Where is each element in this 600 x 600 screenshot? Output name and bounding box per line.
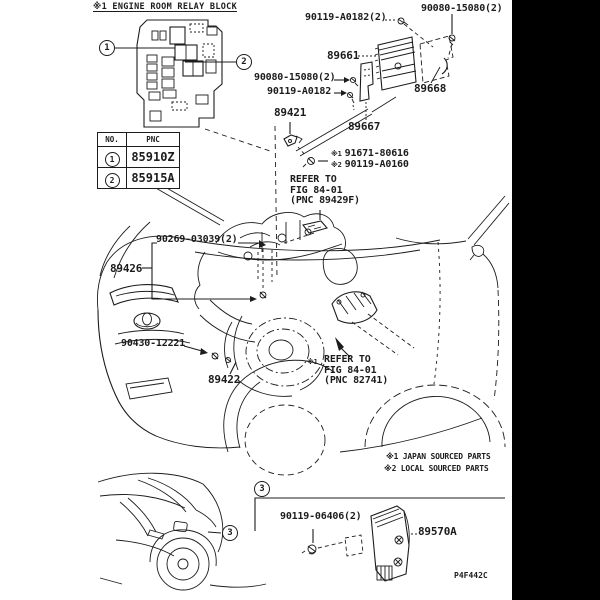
part-label-90119-A0182-2: 90119-A0182(2) [305,12,387,23]
sourcing-mark: ※1 [331,150,342,158]
part-label-89668: 89668 [414,82,447,95]
bolt-icon [259,291,267,299]
ecu-art [334,14,456,120]
screw-icon [346,91,355,104]
part-label-89661: 89661 [327,49,360,62]
part-label-90119-06406: 90119-06406(2) [280,511,362,522]
car-body-art [96,96,510,476]
bolt-icon [349,76,359,87]
drawing-code: P4F442C [454,571,488,580]
pnc-value: 85915A [126,167,180,189]
bolt-icon [301,544,317,555]
callout-3-car: 3 [222,525,238,541]
amplifier-art [254,497,505,582]
pnc-table-header-pnc: PNC [126,132,180,147]
right-black-bar [512,0,600,600]
part-label-91671-80616: ※1 91671-80616 [331,148,409,159]
pnc-table: NO. PNC 1 85910Z 2 85915A [97,132,180,189]
part-label-89426: 89426 [110,262,143,275]
part-label-90430-12221: 90430-12221 [121,338,186,349]
clip-art [283,122,328,168]
callout-2: 2 [236,54,252,70]
sourcing-mark: ※1 [307,358,318,366]
screw-icon [397,17,409,26]
part-label-89570A: 89570A [418,525,457,538]
part-label-89667: 89667 [348,120,381,133]
bolt-icon [302,157,315,168]
row-callout: 1 [104,152,120,167]
car-rear-art [97,472,267,591]
sourcing-mark: ※2 [331,161,342,169]
callout-1: 1 [99,40,115,56]
pnc-table-header-no: NO. [97,132,127,147]
sensor-art [283,210,328,244]
part-label-90080-15080-left: 90080-15080(2) [254,72,336,83]
part-label-90269-03039: 90269-03039(2) [156,234,238,245]
pnc-value: 85910Z [126,146,180,168]
relay-block-title: ※1 ENGINE ROOM RELAY BLOCK [93,2,237,12]
legend-local-sourced: ※2 LOCAL SOURCED PARTS [384,464,489,473]
part-label-89421: 89421 [274,106,307,119]
callout-3-section: 3 [254,481,270,497]
part-label-90119-A0182-left: 90119-A0182 [267,86,332,97]
bolt-icon [211,352,232,363]
legend-japan-sourced: ※1 JAPAN SOURCED PARTS [386,452,491,461]
relay-block-art [115,19,278,279]
engine-art [142,212,415,397]
part-label-90119-A0160: ※2 90119-A0160 [331,159,409,170]
refer-note-89429F: REFER TO FIG 84-01 (PNC 89429F) [290,174,360,206]
row-callout: 2 [104,173,120,188]
refer-note-82741: REFER TO FIG 84-01 (PNC 82741) [324,354,389,386]
screw-icon [393,535,404,567]
table-row: 1 85910Z [97,146,180,168]
table-row: 2 85915A [97,167,180,189]
part-label-89422: 89422 [208,373,241,386]
part-label-90080-15080-top: 90080-15080(2) [421,3,503,14]
